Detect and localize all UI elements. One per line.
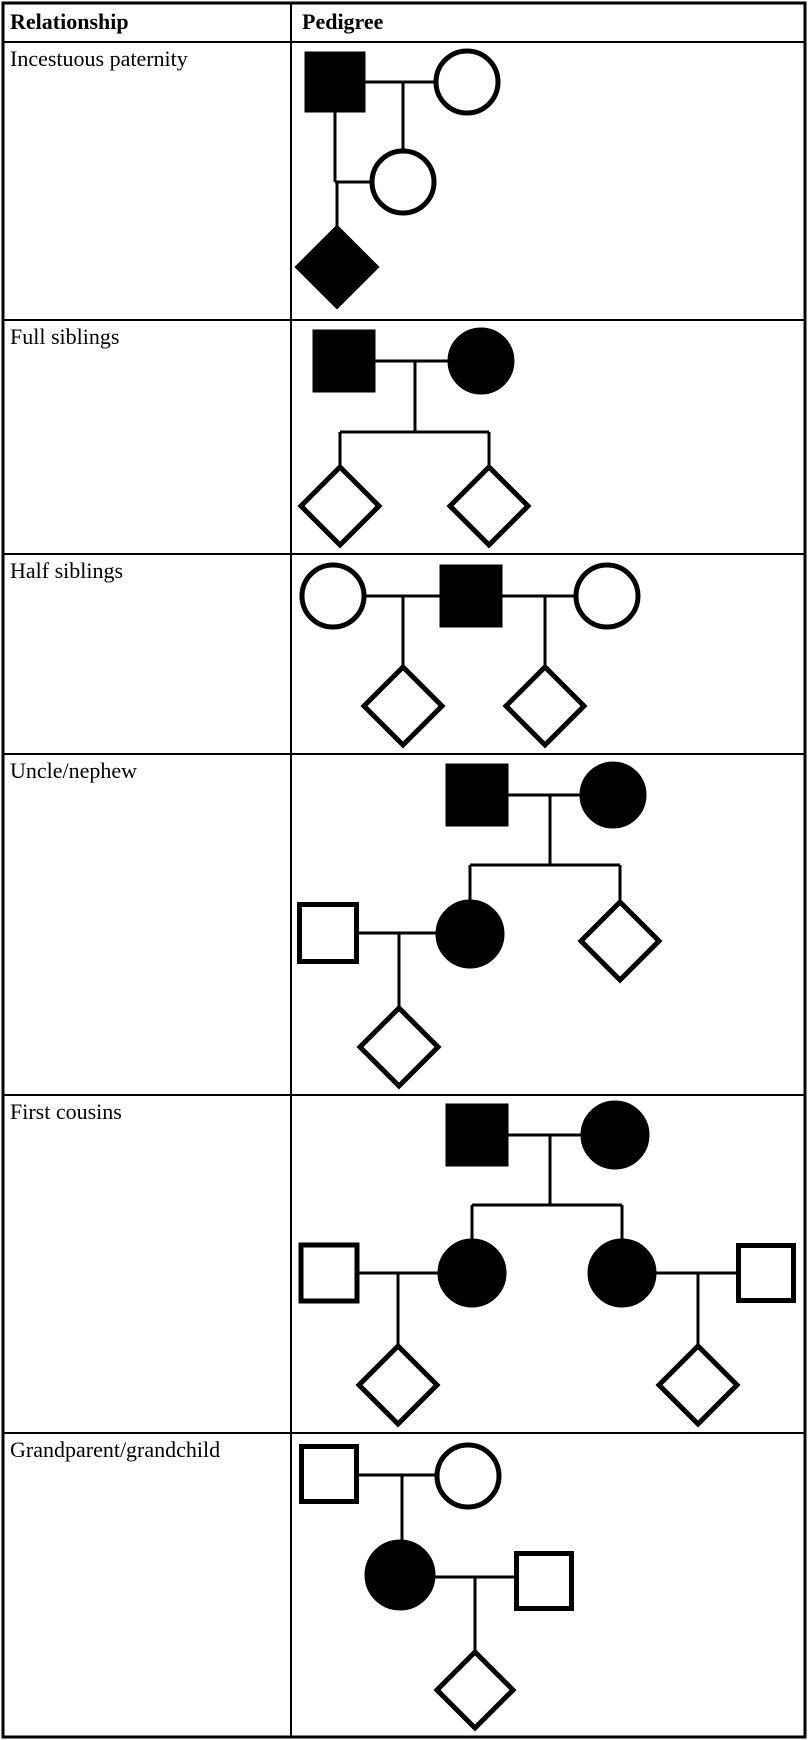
uncle-diamond-symbol xyxy=(577,898,663,984)
grandmother-female-symbol xyxy=(580,1100,650,1170)
row-label-uncle-nephew: Uncle/nephew xyxy=(10,758,138,783)
pedigree-half-siblings xyxy=(299,562,641,749)
grandfather-male-symbol xyxy=(445,763,509,827)
tested-child-diamond-symbol xyxy=(294,224,380,310)
half-sibling-1-diamond-symbol xyxy=(360,663,446,749)
husband-2-male-symbol xyxy=(736,1243,796,1303)
grandmother-female-symbol xyxy=(434,1442,502,1510)
row-label-incestuous-paternity: Incestuous paternity xyxy=(10,46,188,71)
daughter-female-symbol xyxy=(369,148,437,216)
father-male-symbol xyxy=(514,1551,574,1611)
column-header-pedigree: Pedigree xyxy=(302,9,384,34)
father-male-symbol xyxy=(297,902,359,964)
row-label-full-siblings: Full siblings xyxy=(10,324,120,349)
mother-female-symbol xyxy=(447,327,515,395)
row-label-first-cousins: First cousins xyxy=(10,1099,122,1124)
mother-2-female-symbol xyxy=(587,1238,657,1308)
pedigree-incestuous-paternity xyxy=(294,48,501,310)
sibling-1-diamond-symbol xyxy=(297,463,383,549)
grandfather-male-symbol xyxy=(445,1103,509,1167)
half-sibling-2-diamond-symbol xyxy=(502,663,588,749)
shared-father-male-symbol xyxy=(439,564,503,628)
pedigree-uncle-nephew xyxy=(297,761,663,1090)
grandchild-diamond-symbol xyxy=(433,1648,517,1732)
mother-female-symbol xyxy=(433,48,501,116)
pedigree-first-cousins xyxy=(298,1100,796,1428)
column-header-relationship: Relationship xyxy=(10,9,129,34)
pedigree-grandparent-grandchild xyxy=(299,1442,574,1732)
father-male-symbol xyxy=(304,51,366,113)
father-male-symbol xyxy=(312,329,376,393)
cousin-2-diamond-symbol xyxy=(655,1342,741,1428)
pedigree-full-siblings xyxy=(297,327,532,549)
sibling-2-diamond-symbol xyxy=(446,463,532,549)
husband-1-male-symbol xyxy=(298,1242,360,1304)
mother-female-symbol xyxy=(364,1539,436,1611)
mother-2-female-symbol xyxy=(573,562,641,630)
row-label-grandparent-grandchild: Grandparent/grandchild xyxy=(10,1437,221,1462)
mother-1-female-symbol xyxy=(299,562,367,630)
grandmother-female-symbol xyxy=(579,761,647,829)
mother-1-female-symbol xyxy=(437,1238,507,1308)
grandfather-male-symbol xyxy=(299,1444,359,1504)
row-label-half-siblings: Half siblings xyxy=(10,558,124,583)
cousin-1-diamond-symbol xyxy=(355,1342,441,1428)
mother-female-symbol xyxy=(435,899,505,969)
nephew-diamond-symbol xyxy=(356,1004,442,1090)
